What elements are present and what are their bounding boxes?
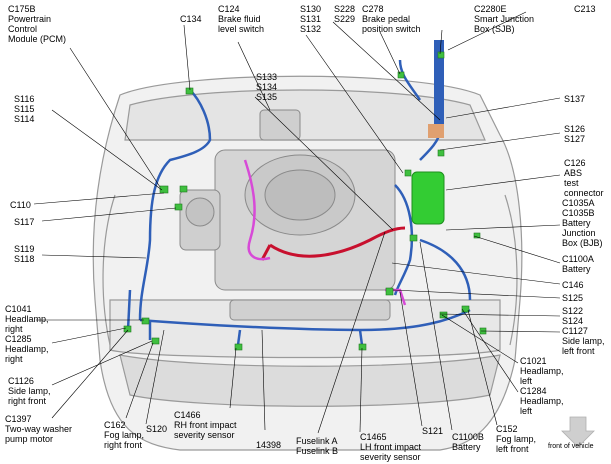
label-c1041: C1041 Headlamp, right (5, 304, 49, 334)
label-c110: C110 (10, 200, 31, 210)
label-c1100a: C1100A Battery (562, 254, 594, 274)
label-c1466: C1466 RH front impact severity sensor (174, 410, 237, 440)
label-c1127: C1127 Side lamp, left front (562, 326, 605, 356)
label-s133: S133 S134 S135 (256, 72, 278, 102)
label-s121: S121 (422, 426, 444, 436)
label-s120: S120 (146, 424, 168, 434)
label-c278: C278 Brake pedal position switch (362, 4, 421, 34)
label-c1100b: C1100B Battery (452, 432, 484, 452)
label-s126: S126 S127 (564, 124, 586, 144)
label-c213: C213 (574, 4, 596, 14)
label-s130: S130 S131 S132 (300, 4, 322, 34)
label-c1021: C1021 Headlamp, left (520, 356, 564, 386)
front-arrow-icon (561, 416, 595, 448)
label-c1397: C1397 Two-way washer pump motor (5, 414, 73, 444)
label-c1285: C1285 Headlamp, right (5, 334, 49, 364)
main-harness (126, 40, 472, 346)
label-c1465: C1465 LH front impact severity sensor (360, 432, 422, 462)
label-c2280e: C2280E Smart Junction Box (SJB) (474, 4, 535, 34)
label-c126: C126 ABS test connector (564, 158, 604, 198)
label-s122: S122 S124 (562, 306, 584, 326)
label-c124: C124 Brake fluid level switch (218, 4, 265, 34)
label-c1126: C1126 Side lamp, right front (8, 376, 51, 406)
engine (179, 109, 396, 321)
label-s119: S119 S118 (14, 244, 35, 264)
label-c1035: C1035A C1035B Battery Junction Box (BJB) (562, 198, 603, 248)
label-fuselink: Fuselink A Fuselink B (296, 436, 339, 456)
label-c134: C134 (180, 14, 202, 24)
connectors (123, 51, 487, 351)
junction-box-bjb (411, 171, 445, 225)
front-of-vehicle-label: front of vehicle (548, 443, 594, 450)
label-s117: S117 (14, 217, 35, 227)
label-s137: S137 (564, 94, 586, 104)
label-s228: S228 S229 (334, 4, 356, 24)
label-s125: S125 (562, 293, 584, 303)
label-c146: C146 (562, 280, 584, 290)
sjb-post (434, 40, 444, 125)
label-s116: S116 S115 S114 (14, 94, 35, 124)
label-c152: C152 Fog lamp, left front (496, 424, 537, 454)
power-cable (260, 226, 406, 261)
label-w14398: 14398 (256, 440, 282, 450)
label-c1284: C1284 Headlamp, left (520, 386, 564, 416)
label-c162: C162 Fog lamp, right front (104, 420, 145, 450)
label-c175b: C175B Powertrain Control Module (PCM) (8, 4, 67, 44)
brake-switch-block (428, 124, 444, 138)
leader-lines (33, 11, 561, 434)
